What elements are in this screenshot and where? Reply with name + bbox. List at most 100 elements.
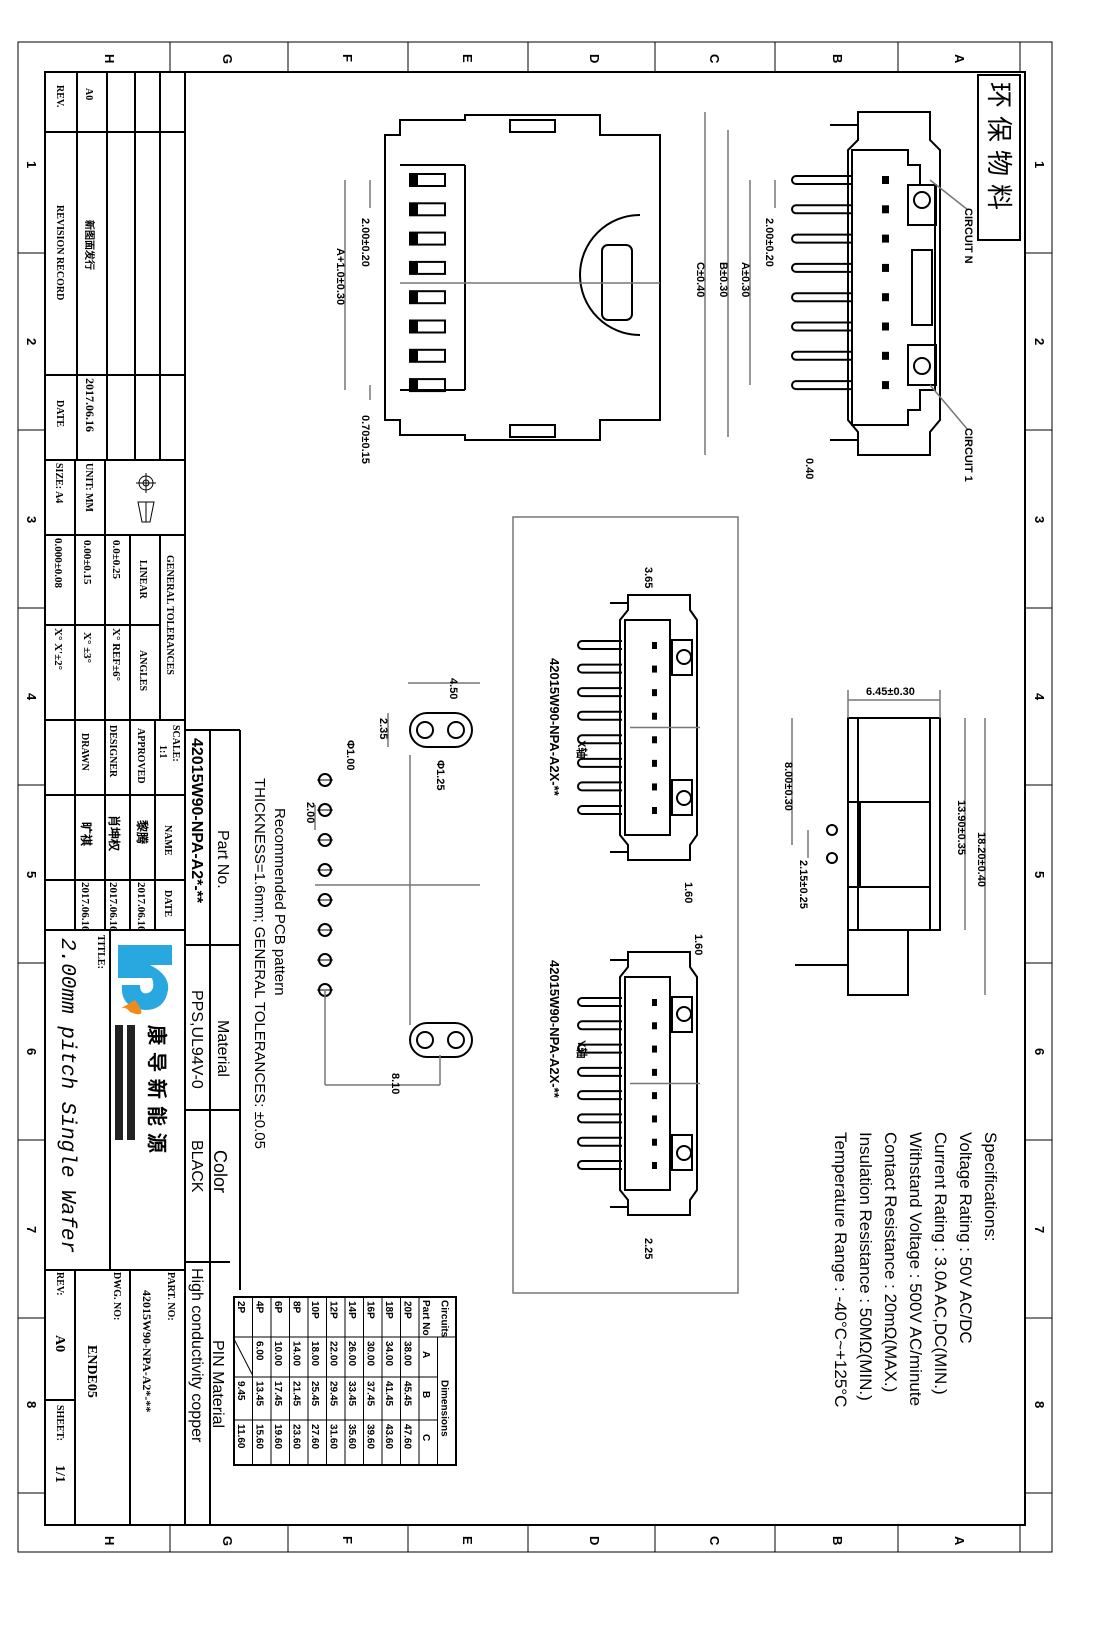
designer-name: 肖坤权 — [107, 815, 122, 852]
grid-letter: C — [707, 54, 722, 64]
pin — [577, 1113, 622, 1124]
drawing-title: 2.00mm pitch Single Wafer — [55, 938, 78, 1253]
size-label: SIZE: A4 — [53, 463, 64, 503]
contact — [652, 1022, 657, 1030]
table-cell: 10P — [309, 1301, 320, 1319]
pin — [791, 321, 852, 332]
pin — [577, 1043, 622, 1054]
title-block: REV. A0 REVISION RECORD 新图面发行 DATE 2017.… — [45, 72, 186, 1525]
pin — [577, 1066, 622, 1077]
pin — [791, 350, 852, 361]
grid-letter: G — [220, 1536, 235, 1546]
company-logo — [118, 945, 172, 1015]
grid-number: 3 — [1032, 516, 1047, 523]
grid-number: 3 — [24, 516, 39, 523]
table-cell: 23.60 — [291, 1424, 302, 1449]
pin — [577, 805, 622, 815]
table-cell: 38.00 — [402, 1341, 413, 1366]
table-cell: 22.00 — [328, 1341, 339, 1366]
contact — [652, 999, 657, 1006]
grid-letter: D — [587, 54, 602, 63]
column-header: A — [420, 1351, 431, 1358]
title-label: TITLE: — [95, 935, 106, 969]
grid-number: 2 — [24, 338, 39, 345]
front-c-dim: C±0.40 — [694, 262, 706, 297]
table-cell: 29.45 — [328, 1381, 339, 1406]
side-view: 6.45±0.30 8.00±0.30 13.90±0.35 18.20±0.4… — [782, 686, 987, 996]
pcb-note: Recommended PCB pattern — [271, 808, 288, 996]
table-cell: 18.00 — [309, 1341, 320, 1366]
table-cell: 11.60 — [235, 1424, 246, 1449]
revision-record-label: REVISION RECORD — [54, 205, 65, 300]
contact — [882, 234, 889, 243]
grid-number: 5 — [24, 871, 39, 878]
table-cell: 30.00 — [365, 1341, 376, 1366]
pcb-span: 8.10 — [389, 1073, 401, 1094]
contact — [652, 736, 657, 744]
inner-border — [44, 71, 1026, 1526]
grid-number: 1 — [24, 161, 39, 168]
table-cell: 15.60 — [254, 1424, 265, 1449]
drawn-date: 2017.06.16 — [79, 882, 91, 932]
grid-number: 8 — [24, 1401, 39, 1408]
color-label: Color — [210, 1150, 230, 1193]
sheet-value: 1/1 — [52, 1465, 67, 1483]
contact — [652, 1138, 657, 1146]
approved-date: 2017.06.16 — [135, 882, 147, 932]
pcb-height-dim: 2.35 — [377, 718, 389, 739]
table-cell: 35.60 — [346, 1424, 357, 1449]
grid-letter: F — [340, 1536, 355, 1544]
table-cell: 4P — [254, 1301, 265, 1314]
pin — [577, 710, 622, 721]
side-h3-dim: 18.20±0.40 — [975, 832, 987, 887]
contact — [652, 689, 657, 697]
projection-symbol-icon — [136, 473, 156, 523]
circuit-1-label: CIRCUIT 1 — [962, 428, 974, 482]
grid-number: 8 — [1032, 1401, 1047, 1408]
pin-tip — [410, 261, 418, 274]
unit-label: UNIT: MM — [83, 463, 94, 513]
table-cell: 14.00 — [291, 1341, 302, 1366]
table-cell: 41.45 — [383, 1381, 394, 1406]
top-a-dim: A+1.0±0.30 — [334, 248, 346, 305]
table-cell: 47.60 — [402, 1424, 413, 1449]
linear-tol-2: 0.00±0.15 — [81, 540, 93, 585]
x-axis-label: X轴 — [575, 740, 589, 758]
contact — [652, 1045, 657, 1053]
front-b-dim: B±0.30 — [717, 262, 729, 297]
table-cell: 9.45 — [235, 1381, 246, 1401]
part-no-value: 42015W90-NPA-A2*-** — [188, 738, 205, 904]
pcb-thickness-note: THICKNESS=1.6mm; GENERAL TOLERANCES: ±0.… — [251, 778, 268, 1149]
contact — [882, 176, 889, 184]
side-pin-dim: 2.15±0.25 — [797, 860, 809, 909]
scale-value: 1:1 — [157, 745, 168, 758]
variants-box: 3.65 1.60 X轴 42015W90-NPA-A2X-** 1.60 2.… — [512, 516, 739, 1294]
grid-letter: H — [102, 1536, 117, 1545]
company-contact-info — [127, 1025, 135, 1140]
y-pin-dim: 1.60 — [692, 934, 704, 955]
pin-tip — [410, 320, 418, 333]
contact — [882, 322, 889, 331]
table-cell: 21.45 — [291, 1381, 302, 1406]
pin — [791, 204, 852, 215]
table-cell: 13.45 — [254, 1381, 265, 1406]
contact — [652, 807, 657, 814]
grid-number: 6 — [24, 1048, 39, 1055]
pin — [577, 757, 622, 768]
front-pin-dim: 0.40 — [803, 458, 815, 479]
grid-letter: B — [830, 54, 845, 63]
column-header: B — [420, 1391, 431, 1398]
linear-tol-1: 0.0±0.25 — [110, 540, 122, 580]
grid-letter: F — [340, 54, 355, 62]
pin-tip — [410, 203, 418, 216]
rev-value: A0 — [83, 88, 94, 100]
pin-tip — [410, 349, 418, 362]
table-cell: 33.45 — [346, 1381, 357, 1406]
side-h1-dim: 8.00±0.30 — [782, 762, 794, 811]
date-header: DATE — [162, 890, 173, 917]
pcb-pattern: 4.50 2.35 Φ1.25 Φ1.00 2.00 8.10 Recommen… — [251, 678, 480, 1149]
housing — [619, 951, 698, 1216]
circuits-header: Circuits — [439, 1300, 450, 1338]
side-h2-dim: 13.90±0.35 — [955, 800, 967, 855]
